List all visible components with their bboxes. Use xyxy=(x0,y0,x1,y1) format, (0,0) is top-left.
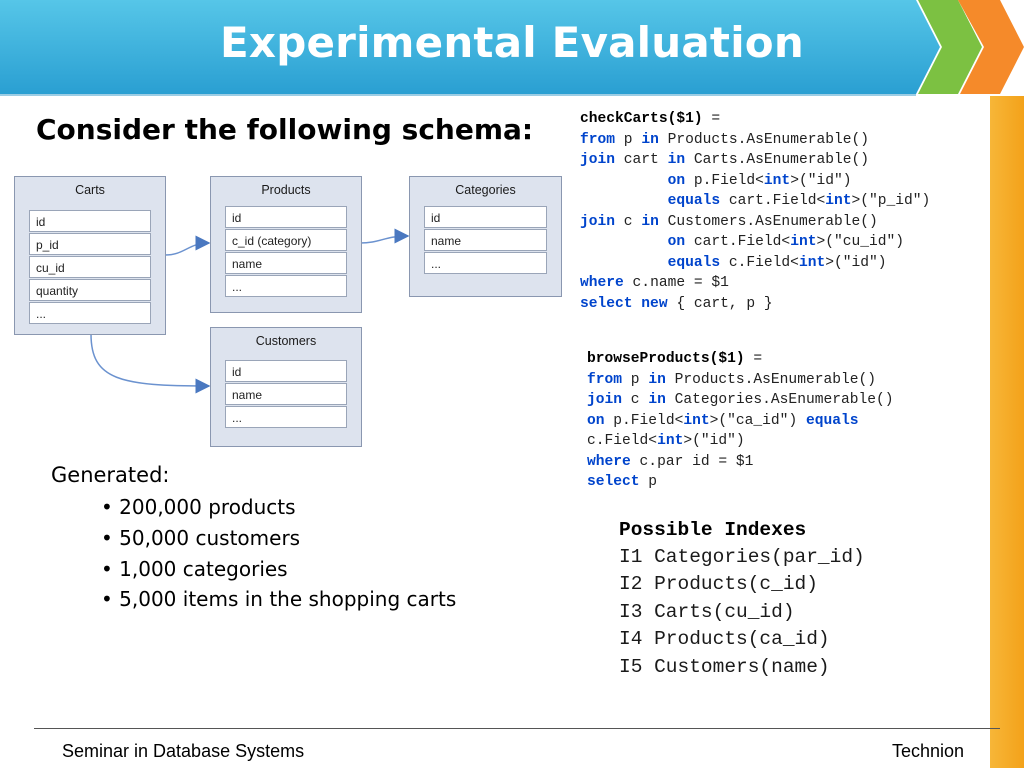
green-chevron-icon xyxy=(918,0,982,94)
index-item: I3 Carts(cu_id) xyxy=(619,601,795,623)
indexes-title: Possible Indexes xyxy=(619,519,807,541)
products-field: c_id (category) xyxy=(225,229,347,251)
code-line: browseProducts($1) = xyxy=(587,351,763,367)
index-item: I4 Products(ca_id) xyxy=(619,628,830,650)
code-line: where c.par id = $1 xyxy=(587,453,754,470)
check-carts-query: checkCarts($1) = from p in Products.AsEn… xyxy=(580,109,990,319)
customers-field: name xyxy=(225,383,347,405)
carts-field: id xyxy=(29,210,151,232)
schema-heading: Consider the following schema: xyxy=(36,113,534,146)
customers-field: ... xyxy=(225,406,347,428)
products-field: id xyxy=(225,206,347,228)
products-field: name xyxy=(225,252,347,274)
categories-table: Categories id name ... xyxy=(409,176,562,297)
code-line: checkCarts($1) = xyxy=(580,111,721,127)
generated-item: • 200,000 products xyxy=(101,495,296,519)
code-line: from p in Products.AsEnumerable() xyxy=(580,131,870,148)
right-accent-bar xyxy=(990,96,1024,768)
index-item: I1 Categories(par_id) xyxy=(619,546,865,568)
generated-item: • 50,000 customers xyxy=(101,526,301,550)
carts-table-title: Carts xyxy=(75,183,105,197)
customers-table-title: Customers xyxy=(255,334,317,348)
code-line: join cart in Carts.AsEnumerable() xyxy=(580,152,870,168)
categories-field: name xyxy=(424,229,547,251)
carts-field: p_id xyxy=(29,233,151,255)
code-line: equals cart.Field<int>("p_id") xyxy=(667,193,931,209)
categories-table-title: Categories xyxy=(455,183,516,197)
code-line: from p in Products.AsEnumerable() xyxy=(587,371,877,388)
carts-field: ... xyxy=(29,302,151,324)
generated-label: Generated: xyxy=(51,463,170,487)
footer-institution: Technion xyxy=(892,741,965,761)
code-line: on p.Field<int>("id") xyxy=(667,172,852,189)
customers-field: id xyxy=(225,360,347,382)
products-table-title: Products xyxy=(261,183,311,197)
orange-chevron-icon xyxy=(958,0,1024,94)
footer-divider xyxy=(34,728,1000,729)
index-item: I5 Customers(name) xyxy=(619,656,830,678)
slide-title: Experimental Evaluation xyxy=(220,18,804,67)
index-item: I2 Products(c_id) xyxy=(619,573,818,595)
categories-field: id xyxy=(424,206,547,228)
code-line: on p.Field<int>("ca_id") equals xyxy=(587,412,859,429)
relationship-arrows xyxy=(90,228,410,394)
footer-course: Seminar in Database Systems xyxy=(62,741,305,761)
code-line: c.Field<int>("id") xyxy=(587,433,745,449)
code-line: join c in Customers.AsEnumerable() xyxy=(580,213,878,230)
code-line: equals c.Field<int>("id") xyxy=(667,254,887,271)
generated-item: • 1,000 categories xyxy=(101,557,288,581)
code-line: join c in Categories.AsEnumerable() xyxy=(587,392,894,408)
title-banner xyxy=(0,0,1024,96)
code-line: select new { cart, p } xyxy=(580,295,773,312)
code-line: on cart.Field<int>("cu_id") xyxy=(667,234,905,250)
code-line: select p xyxy=(587,474,658,490)
carts-table: Carts id p_id cu_id quantity ... xyxy=(14,176,166,335)
products-table: Products id c_id (category) name ... xyxy=(210,176,362,313)
carts-field: cu_id xyxy=(29,256,151,278)
generated-item: • 5,000 items in the shopping carts xyxy=(101,587,457,611)
products-field: ... xyxy=(225,275,347,297)
browse-products-query: browseProducts($1) = from p in Products.… xyxy=(587,349,987,490)
carts-field: quantity xyxy=(29,279,151,301)
code-line: where c.name = $1 xyxy=(580,275,729,291)
customers-table: Customers id name ... xyxy=(210,327,362,447)
categories-field: ... xyxy=(424,252,547,274)
